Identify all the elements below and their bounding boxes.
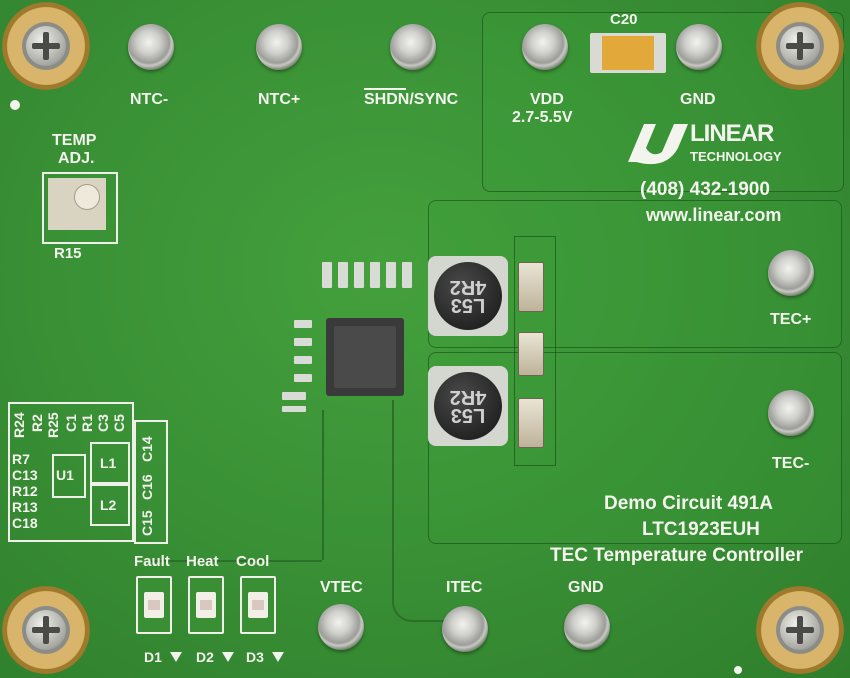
r15-label: R15 — [54, 245, 82, 262]
title-line3: TEC Temperature Controller — [550, 545, 804, 566]
ltc1923-ic — [326, 318, 404, 396]
c20-capacitor — [590, 33, 666, 73]
vdd-turret[interactable] — [522, 24, 568, 70]
logo-line1: LINEAR — [690, 120, 774, 147]
led-fault — [136, 576, 172, 634]
cap-right-3 — [518, 398, 544, 448]
gnd-top-turret[interactable] — [676, 24, 722, 70]
temp-adj-label-1: TEMP — [52, 132, 97, 149]
diode-arrow-icon — [222, 652, 234, 662]
ntc-minus-label: NTC- — [130, 91, 169, 108]
cap-outline — [514, 236, 556, 466]
heat-label: Heat — [186, 553, 219, 570]
inductor-top: L53 4R2 — [428, 256, 508, 336]
refdes-vertical-group: R24 R2 R25 C1 R1 C3 C5 — [11, 412, 127, 438]
trace-vtec — [322, 410, 326, 560]
title-line1: Demo Circuit 491A — [604, 493, 773, 514]
vdd-range-label: 2.7-5.5V — [512, 109, 573, 126]
cool-label: Cool — [236, 553, 270, 570]
vdd-label: VDD — [530, 91, 564, 108]
trace-led — [150, 560, 322, 564]
itec-label: ITEC — [446, 579, 483, 596]
shdn-sync-turret[interactable] — [390, 24, 436, 70]
fiducial-top-left — [10, 100, 20, 110]
shdn-overbar — [364, 88, 406, 90]
gnd-bottom-label: GND — [568, 579, 604, 596]
tec-plus-turret[interactable] — [768, 250, 814, 296]
d1-label: D1 — [144, 649, 162, 665]
fault-label: Fault — [134, 553, 170, 570]
led-heat — [188, 576, 224, 634]
refdes-u1: U1 — [56, 467, 74, 483]
cap-right-2 — [518, 332, 544, 376]
refdes-l2: L2 — [100, 497, 117, 513]
c20-label: C20 — [610, 11, 638, 28]
d3-label: D3 — [246, 649, 264, 665]
refdes-l1: L1 — [100, 455, 117, 471]
ntc-plus-turret[interactable] — [256, 24, 302, 70]
refdes-r12: R12 — [12, 483, 38, 499]
logo-line2: TECHNOLOGY — [690, 149, 782, 164]
title-line2: LTC1923EUH — [642, 519, 760, 540]
tec-plus-label: TEC+ — [770, 311, 812, 328]
ntc-plus-label: NTC+ — [258, 91, 301, 108]
lt-logo-icon — [628, 124, 688, 165]
temp-adj-potentiometer[interactable] — [42, 172, 118, 244]
vtec-turret[interactable] — [318, 604, 364, 650]
mounting-hole-top-right — [756, 2, 844, 90]
shdn-sync-label: SHDN/SYNC — [364, 91, 459, 108]
phone-number: (408) 432-1900 — [640, 179, 770, 200]
temp-adj-label-2: ADJ. — [58, 150, 95, 167]
refdes-column: C15 C16 C14 — [134, 420, 168, 544]
led-cool — [240, 576, 276, 634]
tec-minus-label: TEC- — [772, 455, 810, 472]
fiducial-bottom-right — [734, 666, 742, 674]
trace-itec — [392, 400, 444, 622]
diode-arrow-icon — [170, 652, 182, 662]
inductor-bottom-marking: L53 4R2 — [449, 386, 487, 426]
gnd-bottom-turret[interactable] — [564, 604, 610, 650]
cap-right-1 — [518, 262, 544, 312]
gnd-top-label: GND — [680, 91, 716, 108]
diode-arrow-icon — [272, 652, 284, 662]
refdes-r13: R13 — [12, 499, 38, 515]
mounting-hole-bottom-right — [756, 586, 844, 674]
mounting-hole-top-left — [2, 2, 90, 90]
itec-turret[interactable] — [442, 606, 488, 652]
ntc-minus-turret[interactable] — [128, 24, 174, 70]
d2-label: D2 — [196, 649, 214, 665]
mounting-hole-bottom-left — [2, 586, 90, 674]
vtec-label: VTEC — [320, 579, 363, 596]
tec-minus-turret[interactable] — [768, 390, 814, 436]
inductor-top-marking: L53 4R2 — [449, 276, 487, 316]
refdes-c13: C13 — [12, 467, 38, 483]
refdes-c18: C18 — [12, 515, 38, 531]
refdes-r7: R7 — [12, 451, 30, 467]
website: www.linear.com — [646, 205, 782, 225]
linear-logo: LINEAR TECHNOLOGY — [622, 118, 832, 168]
